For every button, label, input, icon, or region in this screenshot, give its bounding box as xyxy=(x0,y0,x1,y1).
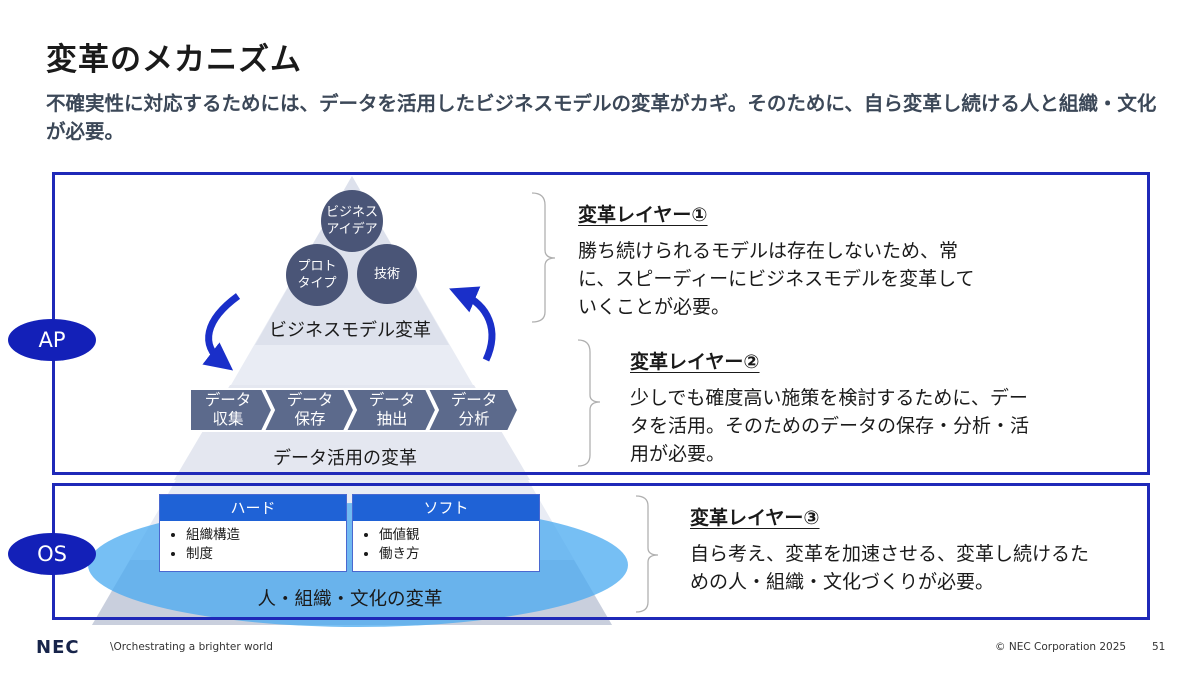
bracket-layer-2 xyxy=(577,339,601,467)
arrow-right xyxy=(449,286,496,362)
chevron-store-label: データ 保存 xyxy=(286,391,334,428)
org-culture-label: 人・組織・文化の変革 xyxy=(257,589,443,610)
soft-item: 働き方 xyxy=(379,545,539,564)
soft-box-title: ソフト xyxy=(353,495,539,521)
layer-1-heading: 変革レイヤー① xyxy=(578,204,708,226)
chevron-extract: データ 抽出 xyxy=(354,389,436,431)
chevron-collect-label: データ 収集 xyxy=(204,391,252,428)
chevron-analyze: データ 分析 xyxy=(436,389,518,431)
layer-3-heading: 変革レイヤー③ xyxy=(690,507,820,529)
soft-box: ソフト 価値観 働き方 xyxy=(352,494,540,572)
page-number: 51 xyxy=(1152,641,1166,653)
business-model-label: ビジネスモデル変革 xyxy=(269,320,431,341)
technology-circle: 技術 xyxy=(357,244,417,304)
arrow-left xyxy=(202,293,241,371)
layer-3-body: 自ら考え、変革を加速させる、変革し続けるための人・組織・文化づくりが必要。 xyxy=(690,543,1090,593)
data-chevrons xyxy=(189,388,520,432)
chevron-shape xyxy=(344,388,438,432)
layer-2-body: 少しでも確度高い施策を検討するために、データを活用。そのためのデータの保存・分析… xyxy=(630,387,1030,465)
bracket-layer-3 xyxy=(635,495,659,613)
chevron-shape xyxy=(262,388,356,432)
prototype-circle: プロト タイプ xyxy=(286,244,348,306)
os-layer-badge: OS xyxy=(8,533,96,575)
chevron-shape xyxy=(189,388,274,432)
footer-copyright: © NEC Corporation 2025 xyxy=(995,641,1127,653)
hard-box-title: ハード xyxy=(160,495,346,521)
chevron-collect: データ 収集 xyxy=(190,389,272,431)
data-utilization-label: データ活用の変革 xyxy=(273,448,417,469)
page-title: 変革のメカニズム xyxy=(46,42,302,78)
layer-2-heading: 変革レイヤー② xyxy=(630,351,760,373)
chevron-analyze-label: データ 分析 xyxy=(450,391,498,428)
bracket-layer-1 xyxy=(531,192,556,323)
chevron-shape xyxy=(426,388,520,432)
layer-3-description: 変革レイヤー③ 自ら考え、変革を加速させる、変革し続けるための人・組織・文化づく… xyxy=(690,503,1100,596)
business-idea-circle: ビジネス アイデア xyxy=(321,190,383,252)
layer-1-description: 変革レイヤー① 勝ち続けられるモデルは存在しないため、常に、スピーディーにビジネ… xyxy=(578,200,978,321)
ap-layer-badge: AP xyxy=(8,319,96,361)
layer-2-description: 変革レイヤー② 少しでも確度高い施策を検討するために、データを活用。そのためのデ… xyxy=(630,347,1040,468)
chevron-extract-label: データ 抽出 xyxy=(368,391,416,428)
page-subtitle: 不確実性に対応するためには、データを活用したビジネスモデルの変革がカギ。そのため… xyxy=(46,92,1157,143)
layer-1-body: 勝ち続けられるモデルは存在しないため、常に、スピーディーにビジネスモデルを変革し… xyxy=(578,240,975,318)
footer-tagline: \Orchestrating a brighter world xyxy=(110,641,273,653)
hard-item: 制度 xyxy=(186,545,346,564)
nec-logo: NEC xyxy=(36,637,80,658)
chevron-store: データ 保存 xyxy=(272,389,354,431)
hard-item: 組織構造 xyxy=(186,526,346,545)
hard-box: ハード 組織構造 制度 xyxy=(159,494,347,572)
soft-item: 価値観 xyxy=(379,526,539,545)
